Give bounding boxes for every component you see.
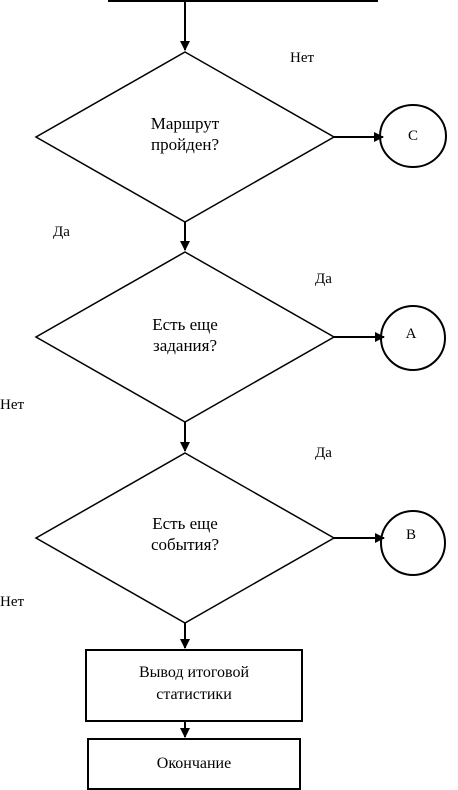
decision2-yes-label: Да [315, 271, 332, 287]
connector-c-label: C [407, 128, 418, 144]
decision1-yes-label: Да [53, 224, 70, 240]
decision3-no-label: Нет [0, 594, 25, 610]
process-text: Вывод итоговой статистики [86, 662, 302, 706]
terminator-end [87, 738, 301, 790]
decision3-line2: события? [150, 535, 219, 554]
connector-a [380, 305, 446, 371]
process-line1: Вывод итоговой [138, 664, 250, 681]
decision3-yes-label: Да [315, 445, 332, 461]
decision1-line1: Маршрут [150, 114, 220, 133]
decision3-line1: Есть еще [152, 514, 218, 533]
process-output-statistics [85, 649, 303, 722]
connector-c [379, 104, 447, 168]
decision2-text: Есть еще задания? [125, 314, 245, 356]
decision1-line2: пройден? [150, 135, 220, 154]
connector-b-label: B [405, 527, 416, 543]
connector-a-label: A [405, 326, 417, 342]
decision2-line1: Есть еще [152, 315, 218, 334]
terminator-text: Окончание [156, 755, 232, 772]
decision3-text: Есть еще события? [125, 513, 245, 555]
decision2-no-label: Нет [0, 397, 25, 413]
decision2-line2: задания? [152, 336, 217, 355]
decision1-text: Маршрут пройден? [125, 113, 245, 155]
process-line2: статистики [156, 686, 232, 703]
connector-b [380, 510, 446, 576]
decision1-no-label: Нет [290, 50, 315, 66]
